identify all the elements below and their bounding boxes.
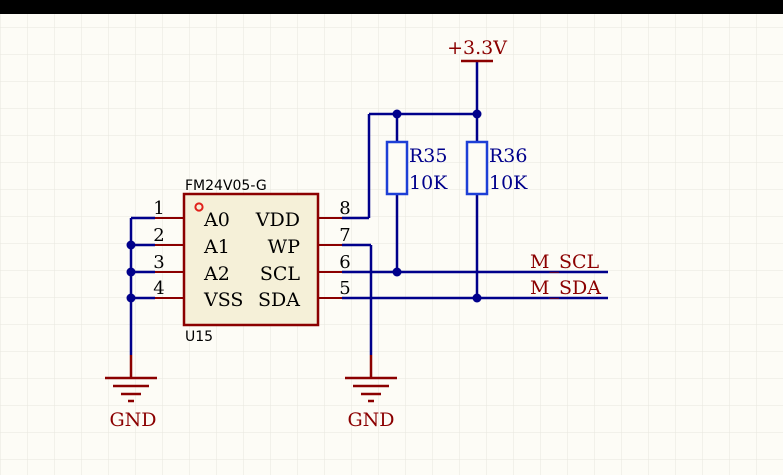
ground-symbol-right[interactable] xyxy=(345,355,397,403)
chip-pins xyxy=(155,217,342,299)
junction-dot xyxy=(472,109,482,119)
pin-number: 2 xyxy=(153,225,164,246)
resistor-value: 10K xyxy=(489,172,528,194)
title-bar xyxy=(0,0,783,14)
junction-dot xyxy=(392,109,402,119)
junction-dot xyxy=(126,293,136,303)
junction-dot xyxy=(126,267,136,277)
ground-label: GND xyxy=(109,409,156,431)
pin-name: A0 xyxy=(203,209,230,231)
junctions xyxy=(126,109,482,303)
power-port-3v3[interactable]: +3.3V xyxy=(447,37,507,63)
net-label-sda[interactable]: M_SDA xyxy=(530,277,601,299)
grid-background xyxy=(0,14,783,475)
resistor-body xyxy=(465,140,489,196)
ground-label: GND xyxy=(347,409,394,431)
pin-number: 7 xyxy=(339,225,350,246)
pin1-marker xyxy=(194,202,204,212)
resistor-value: 10K xyxy=(409,172,448,194)
net-label-scl[interactable]: M_SCL xyxy=(530,251,600,273)
pin-name: VDD xyxy=(255,209,300,231)
junction-dot xyxy=(472,293,482,303)
chip-designator: U15 xyxy=(185,329,213,345)
pin-number: 3 xyxy=(153,252,164,273)
pin-name: A2 xyxy=(203,263,230,285)
pin-name: SCL xyxy=(260,263,301,285)
resistor-r35[interactable]: R35 10K xyxy=(385,140,448,196)
resistor-ref: R36 xyxy=(489,145,527,167)
ground-symbol-left[interactable] xyxy=(105,355,157,403)
resistor-ref: R35 xyxy=(409,145,447,167)
pin-number: 8 xyxy=(339,198,350,219)
junction-dot xyxy=(392,267,402,277)
chip-u15[interactable]: FM24V05-G U15 1 2 3 4 A0 A1 A2 VSS 8 7 6… xyxy=(153,178,350,345)
junction-dot xyxy=(126,240,136,250)
pin-name: VSS xyxy=(203,289,243,311)
resistor-r36[interactable]: R36 10K xyxy=(465,140,528,196)
schematic-canvas[interactable]: FM24V05-G U15 1 2 3 4 A0 A1 A2 VSS 8 7 6… xyxy=(0,14,783,475)
pin-number: 4 xyxy=(153,278,164,299)
chip-part-label: FM24V05-G xyxy=(185,178,267,194)
pin-name: A1 xyxy=(203,236,230,258)
pin-name: WP xyxy=(268,236,301,258)
power-label: +3.3V xyxy=(447,37,507,59)
pin-number: 5 xyxy=(339,278,350,299)
pin-number: 1 xyxy=(153,198,164,219)
pin-name: SDA xyxy=(258,289,300,311)
pin-number: 6 xyxy=(339,252,350,273)
resistor-body xyxy=(385,140,409,196)
chip-body xyxy=(182,192,320,327)
